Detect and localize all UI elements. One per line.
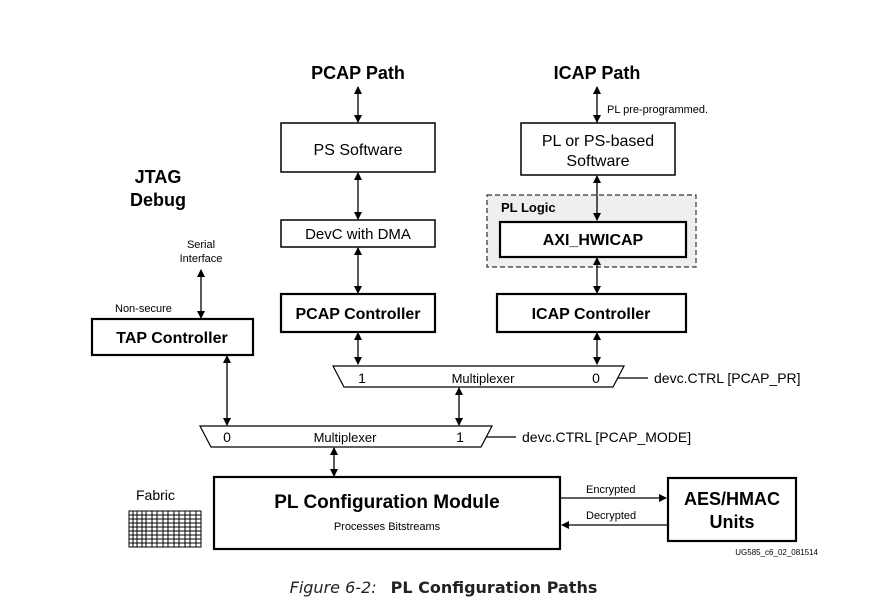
aes-hmac-label-line2: Units [710,512,755,532]
pl-ps-software-box [520,122,676,176]
aes-hmac-box [666,476,798,543]
mux1-label: Multiplexer [452,371,516,386]
figure-title: PL Configuration Paths [390,578,598,597]
pl-logic-label: PL Logic [501,200,556,215]
icap-controller-box [495,292,688,334]
icap-path-title: ICAP Path [554,63,641,83]
multiplexer-pcap-pr [332,365,625,388]
processes-bitstreams-label: Processes Bitstreams [334,521,441,533]
pcap-controller-label: PCAP Controller [295,306,420,323]
icap-controller-label: ICAP Controller [532,306,651,323]
pl-preprogrammed-note: PL pre-programmed. [607,104,708,116]
pl-config-module-box [212,475,562,551]
mux1-control-label: devc.CTRL [PCAP_PR] [654,370,801,386]
fabric-grid-icon [128,510,202,548]
mux2-input-left: 0 [223,429,231,445]
doc-id-label: UG585_c6_02_081514 [735,548,818,557]
pcap-path-title: PCAP Path [311,63,405,83]
decrypted-label: Decrypted [586,510,636,522]
tap-controller-box [90,317,255,357]
encrypted-label: Encrypted [586,484,636,496]
ps-software-label: PS Software [314,142,403,159]
mux2-control-label: devc.CTRL [PCAP_MODE] [522,429,691,445]
pl-ps-software-label-line2: Software [566,153,629,170]
mux2-label: Multiplexer [314,430,378,445]
fabric-label: Fabric [136,487,175,503]
axi-hwicap-label: AXI_HWICAP [543,232,644,249]
tap-controller-label: TAP Controller [116,330,227,347]
aes-hmac-label-line1: AES/HMAC [684,489,780,509]
multiplexer-pcap-mode [199,425,493,448]
serial-interface-label-line2: Interface [180,253,223,265]
pcap-controller-box [279,292,437,334]
axi-hwicap-box [498,220,688,259]
pl-ps-software-label-line1: PL or PS-based [542,133,654,150]
devc-dma-box [280,219,436,248]
mux2-input-right: 1 [456,429,464,445]
figure-caption: Figure 6-2: PL Configuration Paths [0,578,887,597]
mux1-input-right: 0 [592,370,600,386]
serial-interface-label-line1: Serial [187,239,215,251]
mux1-input-left: 1 [358,370,366,386]
devc-dma-label: DevC with DMA [305,226,411,243]
non-secure-label: Non-secure [115,303,172,315]
jtag-debug-label-line2: Debug [130,190,186,210]
jtag-debug-label-line1: JTAG [135,167,182,187]
figure-number: Figure 6-2: [289,578,377,597]
pl-config-module-label: PL Configuration Module [274,492,500,513]
